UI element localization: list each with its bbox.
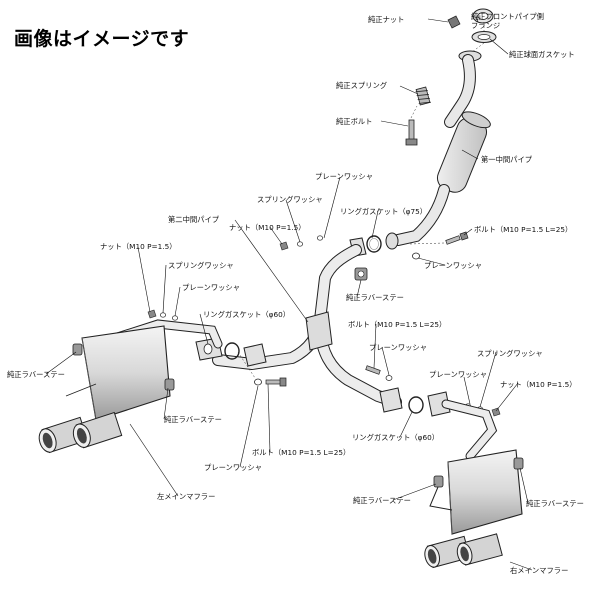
label-stock-rubber-stay-center: 純正ラバーステー xyxy=(346,293,404,302)
label-stock-spherical-gasket: 純正球面ガスケット xyxy=(509,50,575,59)
second-mid-pipe-part xyxy=(212,237,402,408)
label-bolt-right-top: ボルト（M10 P=1.5 L=25） xyxy=(474,225,572,234)
label-spring-washer-b: スプリングワッシャ xyxy=(168,261,234,270)
label-ring-gasket-75: リングガスケット（φ75） xyxy=(340,207,427,216)
bolt-center-part xyxy=(265,379,283,385)
leader-lines xyxy=(45,15,533,571)
label-stock-rubber-stay-right-2: 純正ラバーステー xyxy=(526,499,584,508)
first-mid-pipe-part xyxy=(385,54,491,250)
label-nut-b: ナット（M10 P=1.5） xyxy=(100,242,177,251)
label-ring-gasket-60-right: リングガスケット（φ60） xyxy=(352,433,439,442)
label-plain-washer-c: プレーンワッシャ xyxy=(182,283,240,292)
stock-rubber-stay-center-part xyxy=(354,267,368,281)
label-stock-rubber-stay-right-1: 純正ラバーステー xyxy=(353,496,411,505)
right-flange-hardware xyxy=(365,365,451,417)
left-main-muffler-part xyxy=(38,319,223,454)
washer-nut-group-a xyxy=(279,235,323,251)
label-stock-rubber-stay-left-2: 純正ラバーステー xyxy=(164,415,222,424)
label-second-mid-pipe: 第二中間パイプ xyxy=(168,215,220,224)
callout-labels: 純正ナット 純正フロントパイプ側 フランジ 純正球面ガスケット 純正スプリング … xyxy=(7,12,584,575)
stock-nut-part xyxy=(447,15,461,29)
label-stock-rubber-stay-left-1: 純正ラバーステー xyxy=(7,370,65,379)
label-first-mid-pipe: 第一中間パイプ xyxy=(481,155,533,164)
label-spring-washer-a: スプリングワッシャ xyxy=(257,195,323,204)
label-nut-a: ナット（M10 P=1.5） xyxy=(229,223,306,232)
stock-spring-part xyxy=(415,86,431,106)
stock-bolt-part xyxy=(405,119,418,146)
label-nut-c: ナット（M10 P=1.5） xyxy=(500,380,577,389)
plain-washer-part xyxy=(412,252,420,260)
label-stock-nut-top: 純正ナット xyxy=(368,15,404,24)
label-stock-bolt: 純正ボルト xyxy=(336,117,372,126)
label-plain-washer-d: プレーンワッシャ xyxy=(369,343,427,352)
label-plain-washer-f: プレーンワッシャ xyxy=(204,463,262,472)
right-main-muffler-part xyxy=(424,399,524,569)
label-ring-gasket-60-left: リングガスケット（φ60） xyxy=(203,310,290,319)
label-bolt-center: ボルト（M10 P=1.5 L=25） xyxy=(348,320,446,329)
label-spring-washer-c: スプリングワッシャ xyxy=(477,349,543,358)
label-left-main-muffler: 左メインマフラー xyxy=(157,492,215,501)
image-notice-title: 画像はイメージです xyxy=(14,28,190,50)
label-plain-washer-e: プレーンワッシャ xyxy=(429,370,487,379)
label-stock-spring: 純正スプリング xyxy=(336,81,387,90)
spring-bolt-parts xyxy=(405,86,431,146)
bolt-right-top-part xyxy=(409,231,469,245)
label-front-pipe-flange-line2: フランジ xyxy=(471,21,500,30)
label-right-main-muffler: 右メインマフラー xyxy=(510,566,568,575)
label-plain-washer-b: プレーンワッシャ xyxy=(424,261,482,270)
ring-gasket-60-right-part xyxy=(408,396,424,414)
label-front-pipe-flange-line1: 純正フロントパイプ側 xyxy=(471,12,544,21)
ring-gasket-60-left-part xyxy=(224,342,240,360)
label-plain-washer-a: プレーンワッシャ xyxy=(315,172,373,181)
ring-gasket-75-part xyxy=(366,235,382,253)
label-bolt-bottom-left: ボルト（M10 P=1.5 L=25） xyxy=(252,448,350,457)
